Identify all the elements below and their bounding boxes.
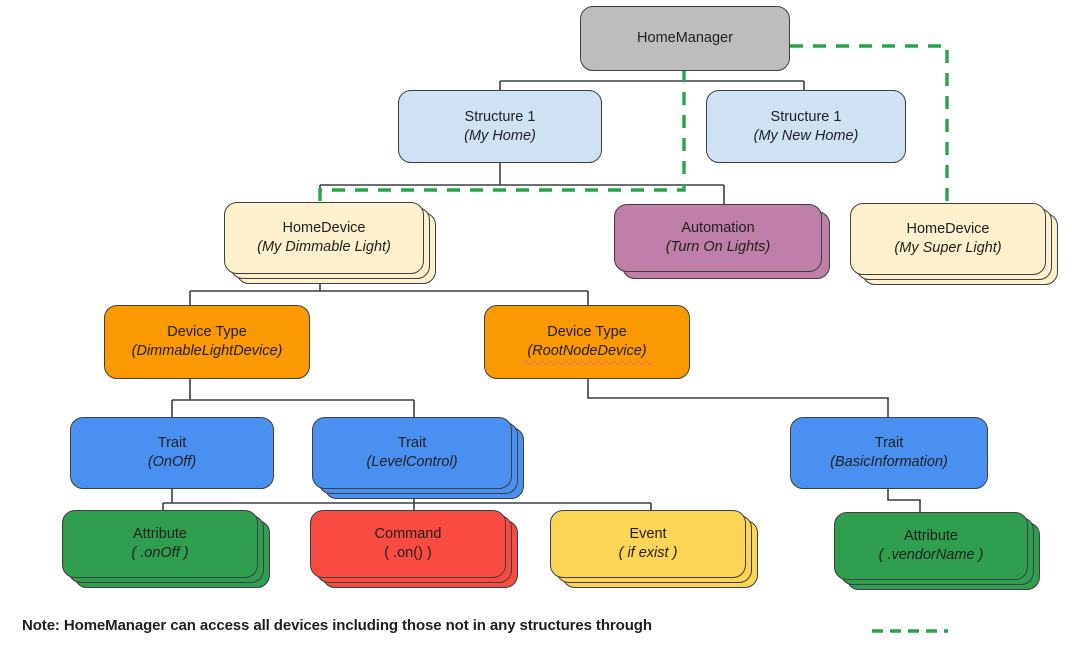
node-automation-turn-on-lights[interactable]: Automation (Turn On Lights) — [614, 204, 822, 272]
node-command-on[interactable]: Command ( .on() ) — [310, 510, 506, 578]
legend-dashed-line-sample — [872, 629, 948, 633]
node-structure-my-new-home-name: (My New Home) — [753, 127, 859, 144]
node-command-on-value: ( .on() ) — [384, 545, 432, 561]
node-trait-basicinformation-value: (BasicInformation) — [830, 454, 948, 470]
node-automation-type: Automation — [681, 220, 755, 237]
node-attribute-onoff-value: ( .onOff ) — [131, 545, 189, 561]
node-trait-onoff-value: (OnOff) — [147, 454, 197, 470]
connector-rootnode-to-basicinfo — [587, 379, 889, 417]
node-trait-levelcontrol-value: (LevelControl) — [366, 454, 458, 470]
dashed-access-to-dimmable-light — [318, 46, 686, 203]
node-trait-levelcontrol[interactable]: Trait (LevelControl) — [312, 417, 512, 489]
node-event-if-exist[interactable]: Event ( if exist ) — [550, 510, 746, 578]
node-event-value: ( if exist ) — [618, 545, 678, 561]
node-device-type-dimmable-value: (DimmableLightDevice) — [131, 343, 283, 359]
node-trait-basicinformation[interactable]: Trait (BasicInformation) — [790, 417, 988, 489]
node-device-type-rootnode-value: (RootNodeDevice) — [527, 343, 647, 359]
node-home-device-super-light[interactable]: HomeDevice (My Super Light) — [850, 203, 1046, 275]
node-attribute-vendorname-label: Attribute — [904, 528, 958, 545]
node-home-device-dimmable[interactable]: HomeDevice (My Dimmable Light) — [224, 202, 424, 274]
node-home-device-super-type: HomeDevice — [906, 221, 990, 238]
node-attribute-onoff-label: Attribute — [133, 526, 187, 543]
dashed-access-to-super-light — [790, 44, 949, 203]
node-device-type-rootnode-label: Device Type — [547, 324, 627, 341]
node-device-type-dimmable-label: Device Type — [167, 324, 247, 341]
node-attribute-vendorname[interactable]: Attribute ( .vendorName ) — [834, 512, 1028, 580]
node-trait-levelcontrol-label: Trait — [397, 435, 427, 452]
node-device-type-root-node-device[interactable]: Device Type (RootNodeDevice) — [484, 305, 690, 379]
node-trait-onoff[interactable]: Trait (OnOff) — [70, 417, 274, 489]
node-home-manager[interactable]: HomeManager — [580, 6, 790, 71]
node-home-device-dimmable-name: (My Dimmable Light) — [257, 239, 391, 255]
node-attribute-onoff[interactable]: Attribute ( .onOff ) — [62, 510, 258, 578]
footer-note-text: Note: HomeManager can access all devices… — [22, 617, 652, 634]
connector-basicinfo-to-vendorname — [887, 489, 921, 512]
node-automation-name: (Turn On Lights) — [665, 239, 771, 255]
node-structure-my-home-type: Structure 1 — [464, 108, 536, 125]
node-structure-my-new-home-type: Structure 1 — [770, 108, 842, 125]
node-event-label: Event — [629, 526, 667, 543]
node-trait-onoff-label: Trait — [157, 435, 187, 452]
node-structure-my-new-home[interactable]: Structure 1 (My New Home) — [706, 90, 906, 163]
node-attribute-vendorname-value: ( .vendorName ) — [878, 547, 984, 563]
node-trait-basicinformation-label: Trait — [874, 435, 904, 452]
node-structure-my-home-name: (My Home) — [464, 127, 536, 144]
node-home-device-super-name: (My Super Light) — [894, 240, 1002, 256]
node-home-device-dimmable-type: HomeDevice — [282, 220, 366, 237]
node-command-on-label: Command — [374, 526, 442, 543]
node-device-type-dimmable-light-device[interactable]: Device Type (DimmableLightDevice) — [104, 305, 310, 379]
node-home-manager-title: HomeManager — [637, 30, 733, 47]
node-structure-my-home[interactable]: Structure 1 (My Home) — [398, 90, 602, 163]
